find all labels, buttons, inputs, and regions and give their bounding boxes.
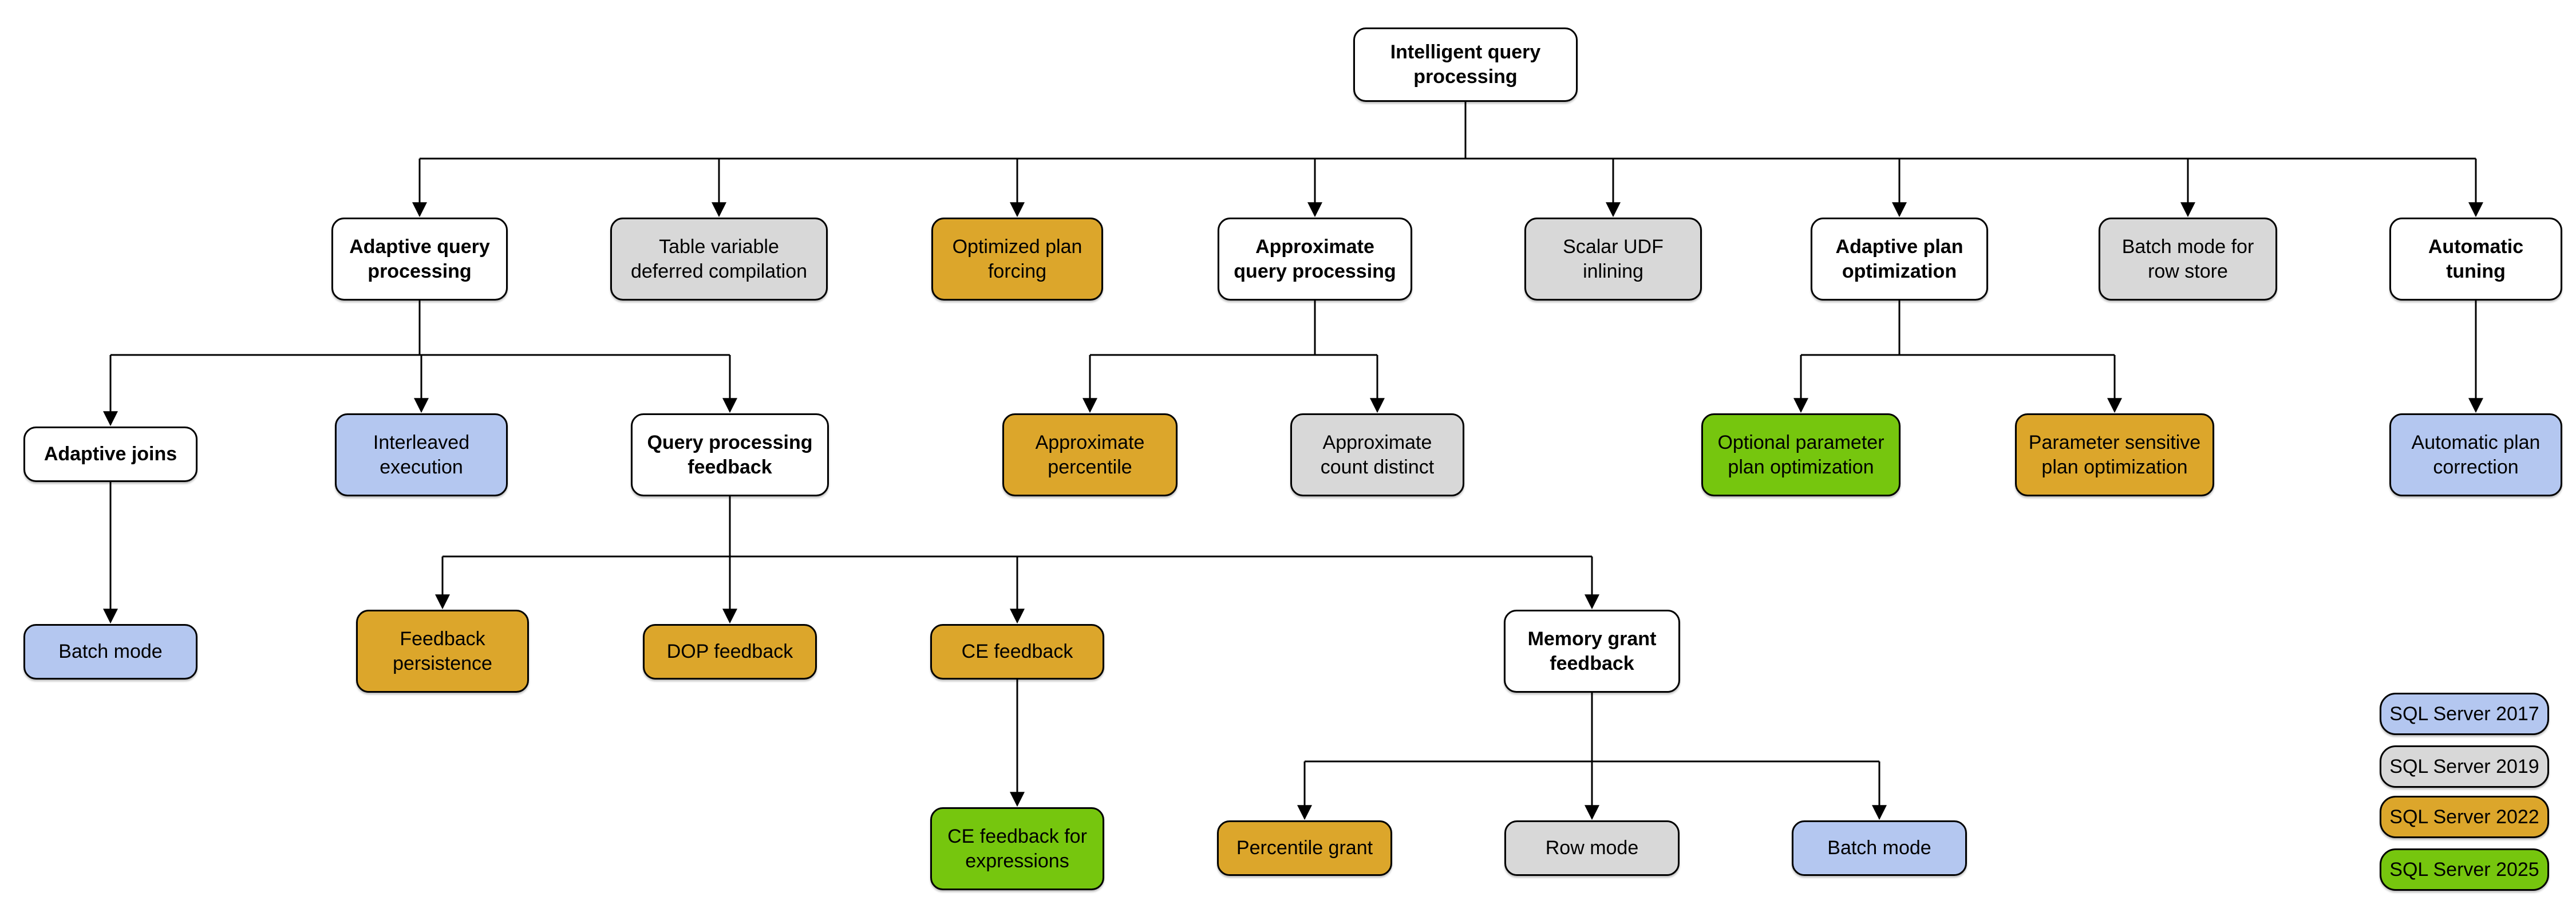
node-query-processing-feedback: Query processing feedback <box>631 413 829 496</box>
legend-sql-server-2022: SQL Server 2022 <box>2380 796 2549 838</box>
node-scalar-udf-inlining: Scalar UDF inlining <box>1524 218 1702 301</box>
node-table-variable-deferred-compilation: Table variable deferred compilation <box>610 218 828 301</box>
node-adaptive-plan-optimization: Adaptive plan optimization <box>1811 218 1988 301</box>
edge-mgf-bus <box>1305 693 1879 763</box>
node-batch-mode-for-row-store: Batch mode for row store <box>2099 218 2277 301</box>
node-approximate-count-distinct: Approximate count distinct <box>1290 413 1464 496</box>
node-feedback-persistence: Feedback persistence <box>356 610 529 693</box>
node-approximate-query-processing: Approximate query processing <box>1218 218 1412 301</box>
edge-apo-bus <box>1801 301 2115 356</box>
node-automatic-plan-correction: Automatic plan correction <box>2389 413 2562 496</box>
edge-aqp-bus <box>110 301 730 356</box>
edge-root-bus <box>420 101 2476 160</box>
node-batch-mode-memory-grant: Batch mode <box>1792 820 1967 876</box>
legend-sql-server-2017: SQL Server 2017 <box>2380 693 2549 735</box>
node-batch-mode-adaptive-joins: Batch mode <box>23 624 197 680</box>
node-ce-feedback: CE feedback <box>930 624 1104 680</box>
node-memory-grant-feedback: Memory grant feedback <box>1504 610 1680 693</box>
node-adaptive-query-processing: Adaptive query processing <box>331 218 508 301</box>
node-adaptive-joins: Adaptive joins <box>23 427 197 482</box>
node-automatic-tuning: Automatic tuning <box>2389 218 2562 301</box>
node-interleaved-execution: Interleaved execution <box>335 413 508 496</box>
node-intelligent-query-processing: Intelligent query processing <box>1353 27 1578 102</box>
edge-approx-bus <box>1090 301 1377 356</box>
node-ce-feedback-for-expressions: CE feedback for expressions <box>930 807 1104 890</box>
node-dop-feedback: DOP feedback <box>643 624 817 680</box>
node-percentile-grant: Percentile grant <box>1217 820 1392 876</box>
node-approximate-percentile: Approximate percentile <box>1002 413 1178 496</box>
legend-sql-server-2019: SQL Server 2019 <box>2380 745 2549 788</box>
node-optimized-plan-forcing: Optimized plan forcing <box>931 218 1103 301</box>
legend-sql-server-2025: SQL Server 2025 <box>2380 848 2549 891</box>
node-row-mode: Row mode <box>1504 820 1680 876</box>
node-parameter-sensitive-plan-optimization: Parameter sensitive plan optimization <box>2015 413 2214 496</box>
node-optional-parameter-plan-optimization: Optional parameter plan optimization <box>1701 413 1901 496</box>
edge-qpf-bus <box>442 496 1592 558</box>
